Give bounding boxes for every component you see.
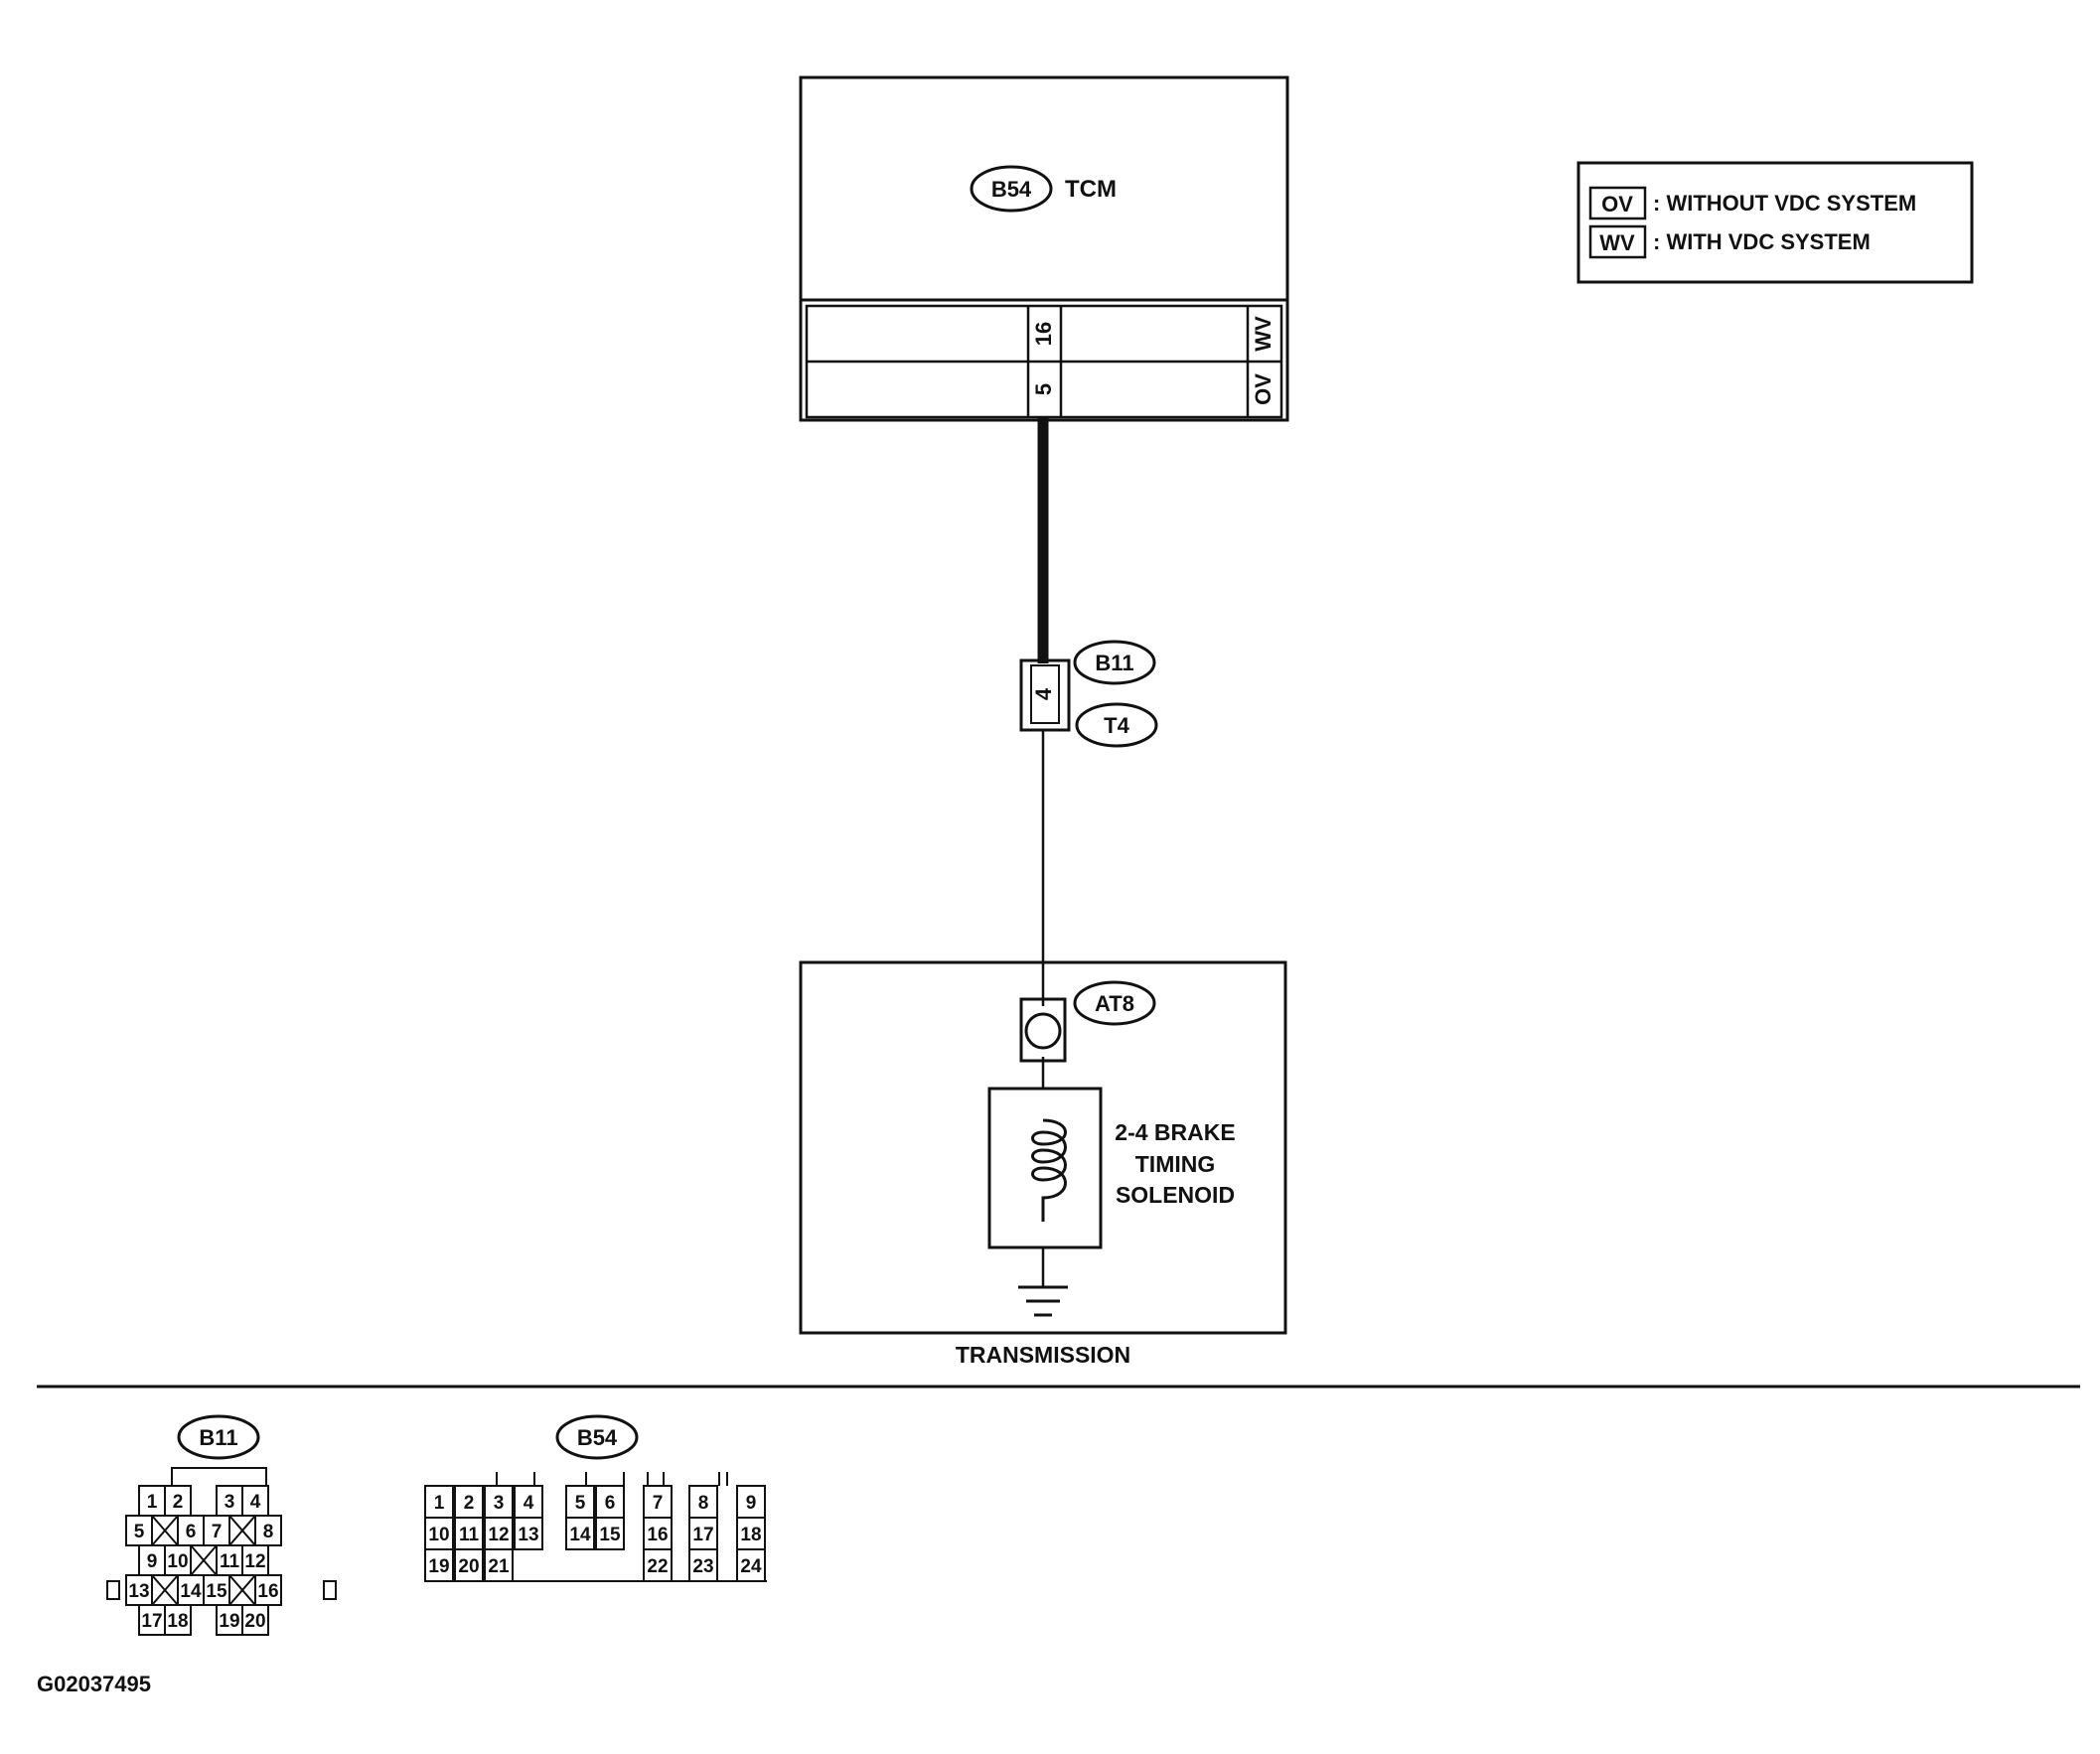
transmission-connector-id: AT8 <box>1095 991 1134 1016</box>
b54-pin-label: 12 <box>488 1525 509 1545</box>
b11-pin-label: 11 <box>220 1551 240 1572</box>
b54-pin-label: 21 <box>488 1556 510 1577</box>
inline-connector-upper-id: B11 <box>1095 651 1133 675</box>
b11-pin-label: 1 <box>147 1492 158 1513</box>
b54-pin-label: 13 <box>518 1525 538 1545</box>
b11-housing-key <box>106 1467 337 1600</box>
b54-cell <box>688 1548 718 1582</box>
b11-blank-cavity <box>151 1574 179 1606</box>
b54-pin-label: 18 <box>740 1525 761 1545</box>
b11-cell <box>241 1604 269 1636</box>
tcm-label: TCM <box>1065 176 1117 203</box>
b54-housing-outline <box>425 1472 767 1582</box>
solenoid-label-line-1: 2-4 BRAKE <box>1115 1119 1235 1145</box>
b54-pin-label: 11 <box>459 1525 480 1545</box>
b11-pin-label: 15 <box>206 1581 227 1602</box>
b54-view-id: B54 <box>577 1425 618 1450</box>
b54-pin-label: 9 <box>746 1493 757 1514</box>
b54-pin-label: 4 <box>524 1493 534 1514</box>
b54-pin-label: 19 <box>428 1556 449 1577</box>
transmission-block: AT8 2-4 BRAKE TIMING SOLENOID TRANSMISSI… <box>799 960 1287 1368</box>
tcm-pin-16: 16 <box>1031 322 1056 346</box>
b11-blank-cavity <box>190 1544 218 1576</box>
transmission-label: TRANSMISSION <box>956 1342 1130 1368</box>
legend-code-ov: OV <box>1601 192 1633 217</box>
b11-pin-label: 7 <box>212 1522 223 1542</box>
figure-id: G02037495 <box>37 1672 151 1696</box>
b11-pin-label: 9 <box>147 1551 158 1572</box>
b11-pin-label: 3 <box>225 1492 235 1513</box>
tcm-connector-id: B54 <box>991 177 1032 202</box>
tcm-module: 16 5 WV OV B54 TCM <box>799 75 1289 422</box>
b11-pin-label: 17 <box>141 1611 162 1632</box>
legend: OV : WITHOUT VDC SYSTEM WV : WITH VDC SY… <box>1576 161 1974 284</box>
b54-cell <box>514 1517 543 1550</box>
b11-pin-label: 8 <box>263 1522 274 1542</box>
b11-pin-label: 18 <box>167 1611 188 1632</box>
b54-pin-label: 17 <box>692 1525 713 1545</box>
b54-pin-label: 1 <box>434 1493 445 1514</box>
b54-pin-label: 8 <box>698 1493 709 1514</box>
b54-pin-label: 24 <box>740 1556 762 1577</box>
b11-blank-cavity <box>228 1574 256 1606</box>
b11-pin-label: 10 <box>167 1551 188 1572</box>
b11-pin-label: 16 <box>257 1581 278 1602</box>
solenoid-label-line-2: TIMING <box>1135 1151 1216 1177</box>
b11-view-id: B11 <box>199 1425 237 1450</box>
inline-connector-b11-t4: 4 B11 T4 <box>1019 640 1158 748</box>
b11-pin-label: 19 <box>219 1611 239 1632</box>
b11-pin-label: 20 <box>244 1611 265 1632</box>
b54-pin-label: 23 <box>692 1556 713 1577</box>
b11-pin-label: 6 <box>186 1522 197 1542</box>
tcm-pin-5: 5 <box>1031 383 1056 395</box>
b11-blank-cavity <box>228 1515 256 1546</box>
b54-pin-label: 6 <box>605 1493 616 1514</box>
b54-cell <box>736 1548 766 1582</box>
b54-pin-label: 16 <box>647 1525 668 1545</box>
b11-pin-label: 14 <box>180 1581 202 1602</box>
solenoid-label-line-3: SOLENOID <box>1116 1182 1235 1208</box>
b11-pin-label: 13 <box>128 1581 149 1602</box>
b11-pin-label: 2 <box>173 1492 184 1513</box>
b11-blank-cavity <box>151 1515 179 1546</box>
tcm-variant-wv: WV <box>1251 316 1275 352</box>
legend-desc-wv: : WITH VDC SYSTEM <box>1653 229 1871 254</box>
b54-cell <box>595 1517 625 1550</box>
b54-cell <box>643 1548 673 1582</box>
b54-pin-label: 22 <box>647 1556 668 1577</box>
b54-pin-label: 10 <box>428 1525 449 1545</box>
b54-pin-label: 14 <box>569 1525 591 1545</box>
ground-symbol <box>1018 1285 1068 1317</box>
b54-pin-label: 3 <box>494 1493 505 1514</box>
b54-pin-label: 15 <box>599 1525 621 1545</box>
b54-pin-label: 5 <box>575 1493 586 1514</box>
b11-pin-label: 12 <box>244 1551 265 1572</box>
b54-pin-label: 2 <box>464 1493 475 1514</box>
legend-desc-ov: : WITHOUT VDC SYSTEM <box>1653 191 1916 216</box>
b54-cell <box>454 1548 484 1582</box>
tcm-variant-ov: OV <box>1251 373 1275 405</box>
b11-cell <box>164 1604 192 1636</box>
b54-cell <box>565 1517 595 1550</box>
b54-cell <box>484 1548 514 1582</box>
legend-code-wv: WV <box>1599 230 1635 255</box>
inline-connector-pin: 4 <box>1031 687 1056 700</box>
b11-pin-label: 5 <box>134 1522 145 1542</box>
b54-cell <box>424 1548 454 1582</box>
inline-connector-lower-id: T4 <box>1104 713 1129 738</box>
solenoid-coil <box>1031 1118 1067 1222</box>
b54-pin-label: 20 <box>458 1556 479 1577</box>
b54-pin-label: 7 <box>653 1493 664 1514</box>
b11-pin-label: 4 <box>250 1492 261 1513</box>
